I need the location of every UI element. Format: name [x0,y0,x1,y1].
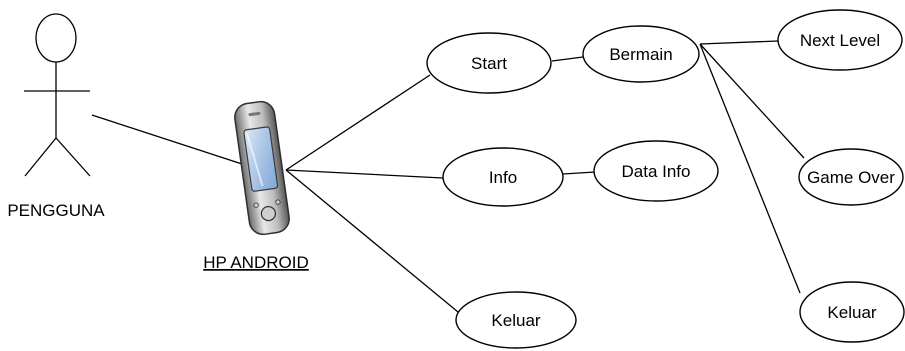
actor-head [35,13,77,63]
edge-device-keluar [285,169,459,313]
actor-label: PENGGUNA [7,201,105,220]
use-case-bermain: Bermain [582,25,700,83]
device-label: HP ANDROID [203,253,309,272]
use-case-start: Start [426,32,552,94]
use-case-keluar: Keluar [455,291,577,349]
use-case-next-level-label: Next Level [800,31,880,50]
use-case-next-level: Next Level [777,9,903,71]
actor-right-leg [55,137,91,177]
actor-left-leg [24,137,57,177]
device-hp-android: HP ANDROID [203,100,309,272]
edge-bermain-nextlevel [699,40,779,45]
use-case-keluar-label: Keluar [491,311,540,330]
use-case-start-label: Start [471,54,507,73]
use-case-data-info: Data Info [593,140,719,202]
use-case-info: Info [442,147,564,207]
use-case-game-over-label: Game Over [807,168,895,187]
use-case-keluar-game: Keluar [799,281,905,343]
edge-actor-device [91,114,243,165]
use-case-info-label: Info [489,168,517,187]
use-case-data-info-label: Data Info [622,162,691,181]
edge-device-info [285,169,444,179]
actor-pengguna: PENGGUNA [7,13,105,220]
edge-bermain-keluar [699,43,801,294]
use-case-game-over: Game Over [798,148,904,206]
edge-bermain-gameover [699,43,805,159]
edge-info-datainfo [562,171,596,175]
associations [91,40,805,313]
phone-icon [234,100,290,236]
edge-start-bermain [551,56,584,62]
use-case-keluar-game-label: Keluar [827,303,876,322]
edge-device-start [285,74,431,171]
use-case-bermain-label: Bermain [609,45,672,64]
